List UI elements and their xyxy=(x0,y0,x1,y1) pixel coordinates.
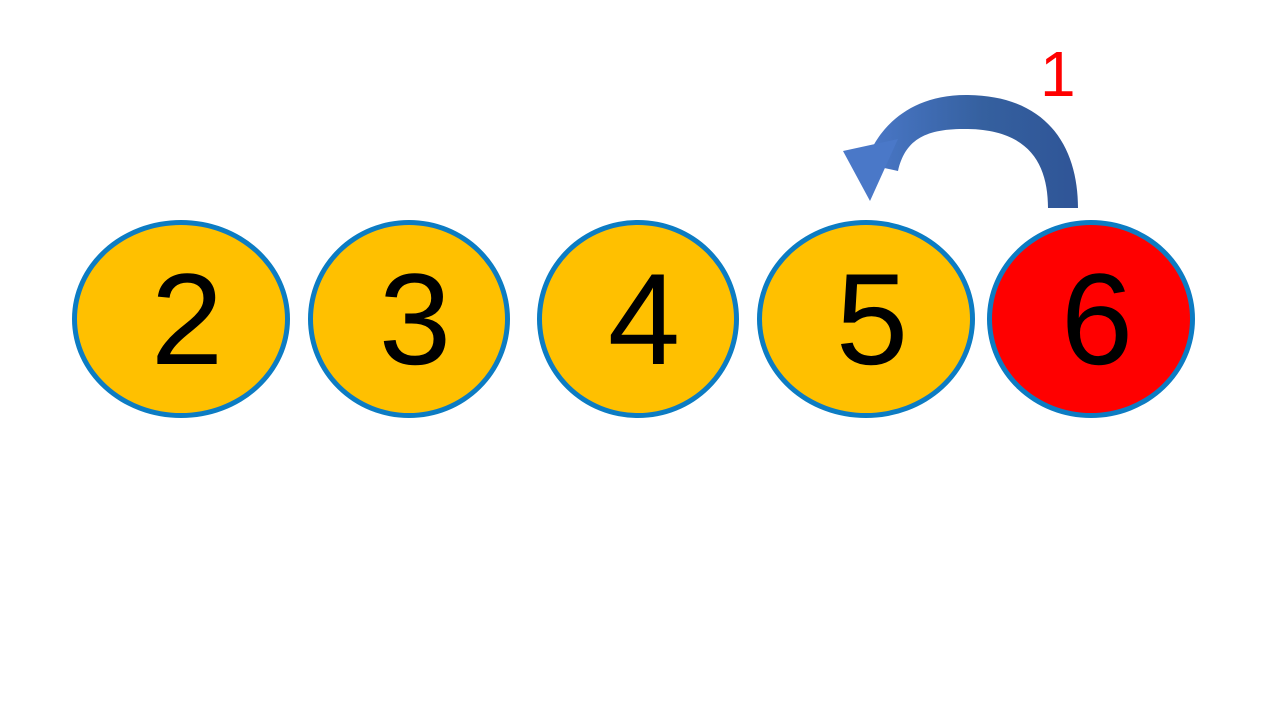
node-circle-6-highlighted[interactable]: 6 xyxy=(987,220,1195,418)
step-number-label: 1 xyxy=(1040,38,1076,110)
node-label-5: 5 xyxy=(835,246,909,392)
arrow-curve-body xyxy=(866,94,1078,208)
node-label-4: 4 xyxy=(607,246,681,392)
node-label-3: 3 xyxy=(378,246,452,392)
node-circle-5[interactable]: 5 xyxy=(757,220,975,418)
node-label-2: 2 xyxy=(150,246,224,392)
node-circle-4[interactable]: 4 xyxy=(537,220,739,418)
node-circle-3[interactable]: 3 xyxy=(308,220,510,418)
arrow-head xyxy=(843,139,898,201)
node-circle-2[interactable]: 2 xyxy=(72,220,290,418)
node-label-6: 6 xyxy=(1060,246,1134,392)
